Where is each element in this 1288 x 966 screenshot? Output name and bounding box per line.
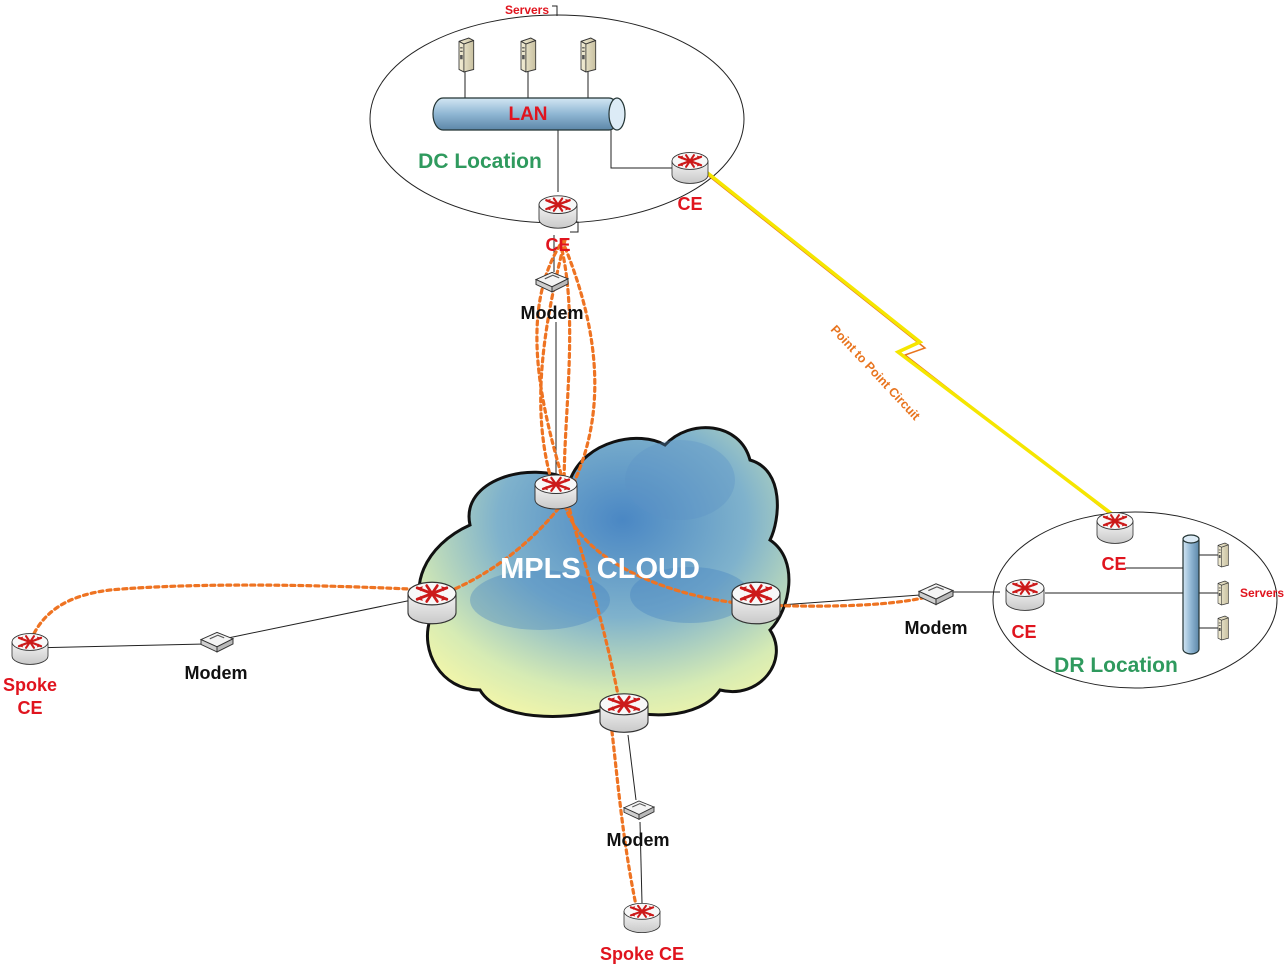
spoke-bottom-modem-label: Modem (607, 830, 670, 850)
spoke-left-ce-label-line2: CE (17, 698, 42, 718)
cloud-label: MPLS CLOUD (500, 553, 700, 585)
spoke-left-modem-icon (200, 631, 234, 653)
spoke-bottom-ce-label: Spoke CE (600, 944, 684, 964)
mpls-cloud (417, 426, 791, 718)
dr-ce-left-router-icon (1006, 580, 1044, 611)
dc-lan-label: LAN (508, 104, 547, 125)
spoke-bottom-modem-icon (623, 800, 655, 820)
dc-primary-ce-label: CE (545, 235, 570, 255)
pe-router-left-icon (408, 582, 456, 624)
dc-server-icon (521, 38, 536, 72)
dr-ce-top-router-icon (1097, 513, 1133, 544)
dc-modem-label: Modem (521, 303, 584, 323)
pe-router-bottom-icon (600, 694, 648, 733)
dc-servers-label: Servers (505, 3, 549, 17)
dr-server-icon (1218, 581, 1229, 605)
dr-server-icon (1218, 543, 1229, 567)
spoke-left-modem-label: Modem (185, 663, 248, 683)
dr-modem-label: Modem (905, 618, 968, 638)
dc-location-label: DC Location (418, 150, 542, 173)
dr-ce-top-label: CE (1101, 554, 1126, 574)
dr-modem-icon (918, 583, 954, 606)
dc-server-icon (581, 38, 596, 72)
spoke-left-ce-label-line1: Spoke (3, 675, 57, 695)
tunnels (26, 238, 937, 917)
dr-location-boundary (992, 511, 1278, 689)
circuit-label: Point to Point Circuit (828, 322, 924, 423)
dc-secondary-ce-router-icon (672, 153, 708, 184)
dc-server-icon (459, 38, 474, 72)
dc-lan-pipe (432, 97, 626, 131)
dc-primary-ce-router-icon (539, 196, 577, 228)
dr-server-icon (1218, 616, 1229, 640)
pe-router-right-icon (732, 582, 780, 624)
dr-servers-label: Servers (1240, 586, 1284, 600)
dr-lan-pipe (1182, 534, 1200, 655)
dr-ce-left-label: CE (1011, 622, 1036, 642)
spoke-bottom-ce-router-icon (624, 903, 660, 932)
dr-location-label: DR Location (1054, 654, 1178, 677)
point-to-point-circuit (694, 164, 1116, 519)
dc-secondary-ce-label: CE (677, 194, 702, 214)
spoke-left-ce-router-icon (12, 634, 48, 665)
pe-router-top-icon (535, 475, 577, 509)
